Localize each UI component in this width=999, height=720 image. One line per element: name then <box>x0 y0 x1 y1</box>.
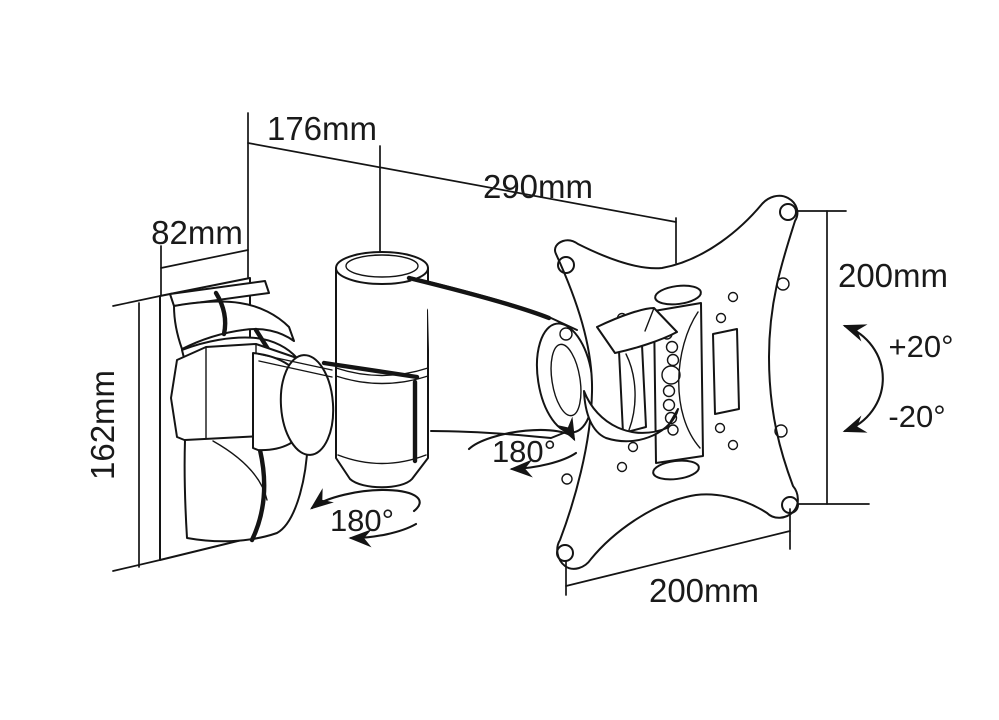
vesa-hole-top-left <box>557 256 575 274</box>
elbow-joint-cylinder <box>321 251 429 489</box>
label-162mm: 162mm <box>84 370 121 480</box>
vesa-plate <box>553 194 799 570</box>
plate-swivel-arrow-bottom <box>509 451 578 478</box>
label-tilt-up: +20° <box>889 329 954 364</box>
plate-right-slot <box>712 328 740 415</box>
edge-hole <box>561 473 573 485</box>
lower-arm-cone-mouth <box>279 354 335 456</box>
vesa-200-horizontal-dimension <box>565 530 791 587</box>
label-82mm: 82mm <box>151 214 243 251</box>
small-hole <box>714 422 726 434</box>
cylinder-ring-1 <box>335 367 429 377</box>
ball <box>667 424 679 436</box>
height-162-bottom-extension <box>112 559 161 572</box>
upper-arm-bottom-edge <box>430 427 577 439</box>
bracket-top-strip <box>169 280 270 307</box>
label-arm-swivel: 180° <box>330 503 394 538</box>
width-82-dimension-line <box>160 249 249 269</box>
small-hole <box>715 312 727 324</box>
arm-swivel-arrow-bottom <box>348 522 418 548</box>
joint-tab-fold <box>644 307 655 332</box>
edge-hole <box>559 327 573 341</box>
bracket-disc-seam <box>249 447 267 543</box>
lower-arm-edge-1 <box>257 353 333 371</box>
label-plate-swivel: 180° <box>492 434 556 469</box>
lower-arm <box>252 352 335 456</box>
lower-arm-edge-2 <box>258 360 333 378</box>
label-200mm-right: 200mm <box>838 257 948 294</box>
ball <box>662 384 676 398</box>
label-176mm: 176mm <box>267 110 377 147</box>
ball <box>665 340 679 354</box>
upper-arm-fill <box>409 277 583 438</box>
vesa-hole-bottom-left <box>556 544 574 562</box>
height-162-top-extension <box>112 295 161 307</box>
reach-dimension-line <box>247 142 677 223</box>
cylinder-top-cap-inner <box>345 254 419 278</box>
motion-arrows <box>310 324 884 548</box>
upper-arm <box>406 275 595 439</box>
ball-large <box>661 365 681 385</box>
cylinder-clamp-seam <box>321 360 420 380</box>
ball <box>666 353 680 367</box>
ball <box>662 398 676 412</box>
upper-arm-mouth-inner <box>550 343 582 417</box>
edge-hole <box>776 277 790 291</box>
cylinder-ring-2 <box>335 375 429 385</box>
tilt-arrow <box>842 324 884 433</box>
small-hole <box>727 439 739 451</box>
cylinder-top-cap <box>335 251 429 285</box>
plate-center-slot <box>653 302 704 464</box>
plate-center-slot-arc <box>678 311 701 449</box>
small-hole <box>616 461 628 473</box>
joint-tab-upper <box>596 307 678 354</box>
plate-swivel-arrow-top <box>467 416 576 451</box>
dimension-labels: 176mm 290mm 82mm 162mm 200mm 200mm +20° … <box>84 110 953 609</box>
dimension-lines-left <box>112 112 677 572</box>
label-290mm: 290mm <box>483 168 593 205</box>
upper-arm-thick-edge <box>406 275 552 321</box>
joint-tab-lower <box>583 390 679 443</box>
vesa-hole-top-right <box>779 203 797 221</box>
bracket-seam-upper <box>213 290 228 337</box>
small-hole <box>727 291 739 303</box>
cylinder-bottom-seam <box>337 454 427 465</box>
bracket-disc-inner-arc <box>212 440 268 501</box>
plate-joint-tabs <box>583 307 679 443</box>
edge-hole <box>774 424 788 438</box>
bracket-seam-lower <box>253 327 271 352</box>
cylinder-body <box>335 267 429 489</box>
label-tilt-down: -20° <box>888 399 945 434</box>
small-hole <box>627 441 639 453</box>
plate-oval-top <box>654 284 702 306</box>
label-200mm-bottom: 200mm <box>649 572 759 609</box>
plate-small-holes <box>559 277 790 485</box>
arm-swivel-arrow-top <box>310 488 421 513</box>
dimension-lines-right <box>565 210 870 596</box>
plate-left-slot-inner <box>625 353 636 431</box>
bracket-saddle-upper <box>173 300 295 350</box>
